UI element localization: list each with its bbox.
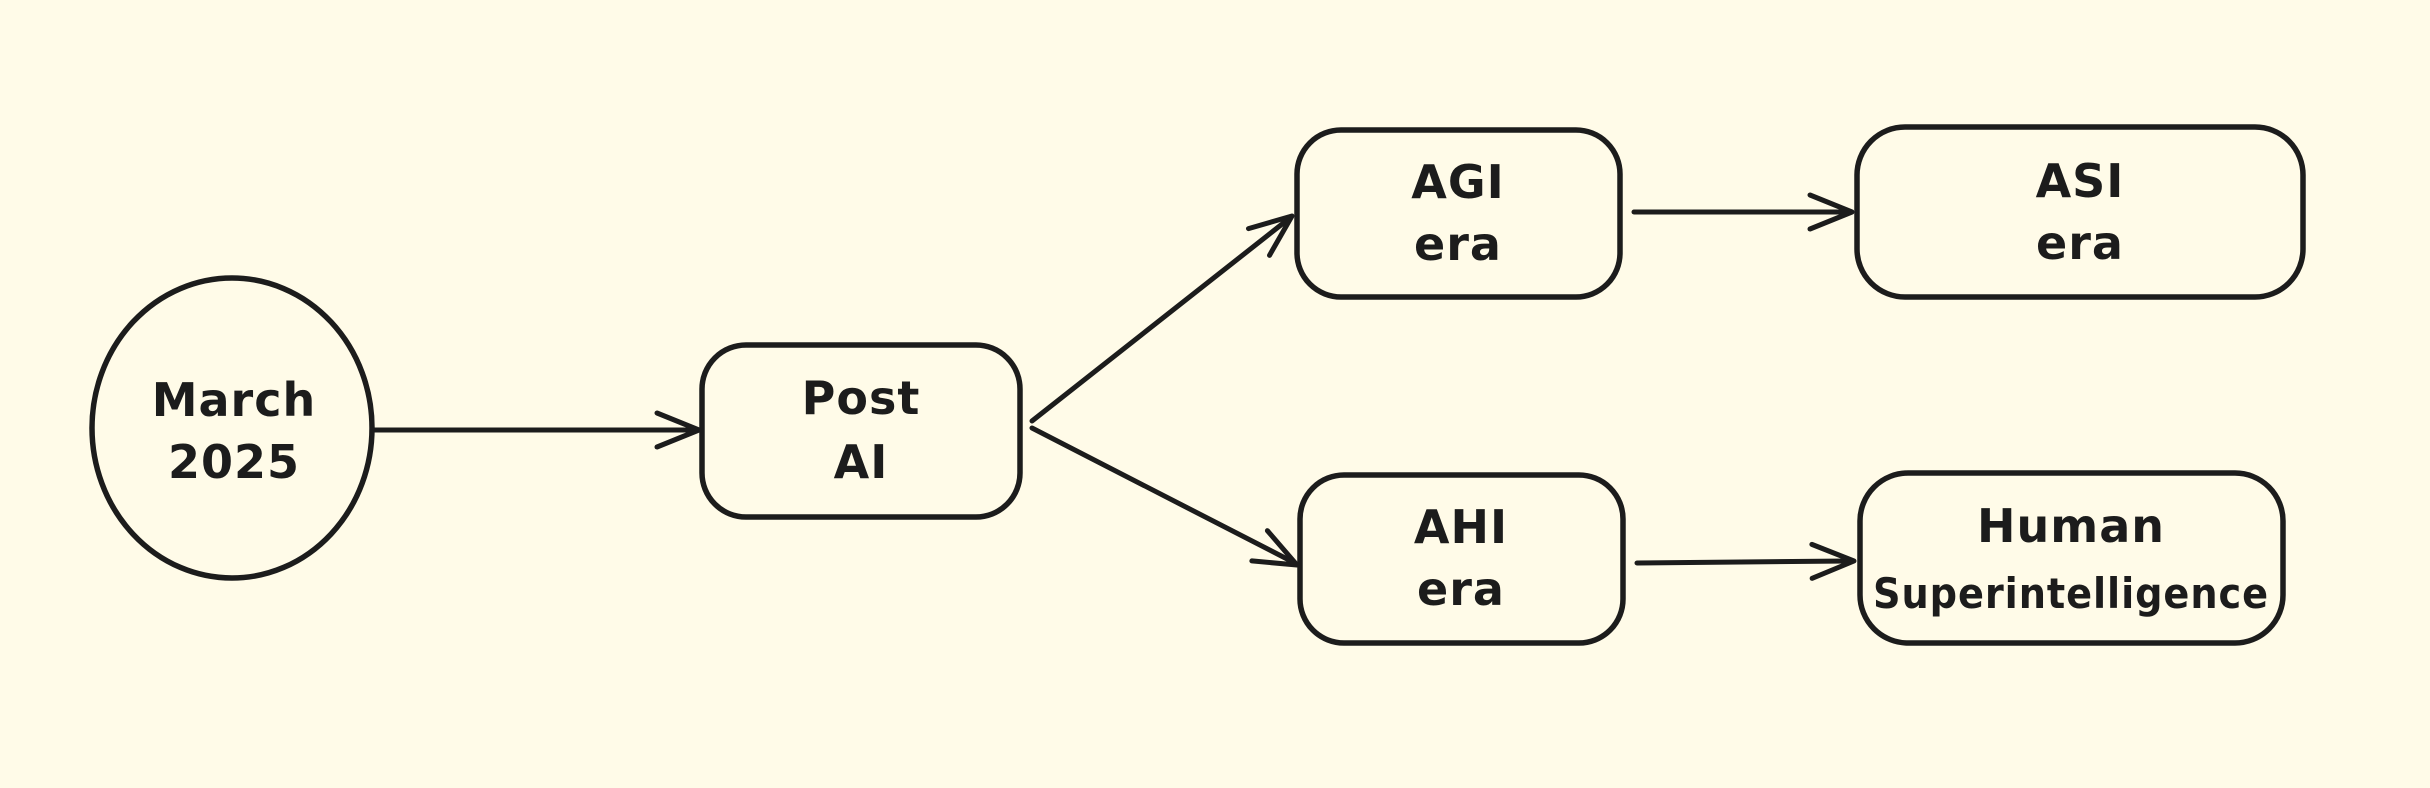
- arrow-line: [1029, 425, 1294, 564]
- rectangle-shape: [699, 342, 1023, 520]
- node-label-line1: AGI: [1411, 155, 1504, 209]
- node-label-line2: 2025: [168, 435, 300, 489]
- arrow-postai-to-ahi[interactable]: [1029, 425, 1305, 580]
- arrow-line: [1634, 558, 1851, 566]
- node-label-line1: March: [152, 373, 317, 427]
- node-label-line2: era: [1417, 562, 1505, 616]
- arrowhead-icon: [1249, 528, 1300, 568]
- node-label-line1: Post: [802, 371, 921, 425]
- rectangle-shape: [1294, 127, 1623, 300]
- node-label-line2: era: [1414, 217, 1502, 271]
- circle-shape: [89, 275, 375, 581]
- node-agi-era[interactable]: AGI era: [1294, 127, 1623, 300]
- arrow-agi-to-asi[interactable]: [1631, 192, 1855, 232]
- node-label-line1: Human: [1977, 499, 2165, 553]
- arrowhead-icon: [654, 410, 702, 450]
- node-label-line1: ASI: [2036, 154, 2125, 208]
- rectangle-shape: [1297, 472, 1626, 646]
- arrow-postai-to-agi[interactable]: [1029, 203, 1303, 424]
- node-label-line1: AHI: [1414, 500, 1508, 554]
- node-human-superintelligence[interactable]: Human Superintelligence: [1857, 470, 2286, 646]
- arrow-line: [1029, 218, 1289, 424]
- arrow-march-to-postai[interactable]: [371, 410, 702, 450]
- arrowhead-icon: [1807, 192, 1855, 232]
- node-post-ai[interactable]: Post AI: [699, 342, 1023, 520]
- rectangle-shape: [1857, 470, 2286, 646]
- node-label-line2: era: [2036, 216, 2124, 270]
- node-label-line2: Superintelligence: [1873, 569, 2269, 618]
- rectangle-shape: [1854, 124, 2306, 300]
- node-label-line2: AI: [834, 435, 889, 489]
- node-asi-era[interactable]: ASI era: [1854, 124, 2306, 300]
- node-ahi-era[interactable]: AHI era: [1297, 472, 1626, 646]
- arrow-ahi-to-hsi[interactable]: [1634, 541, 1857, 581]
- arrowhead-icon: [1809, 541, 1857, 581]
- node-march-2025[interactable]: March 2025: [89, 275, 375, 581]
- arrowhead-icon: [1245, 213, 1295, 258]
